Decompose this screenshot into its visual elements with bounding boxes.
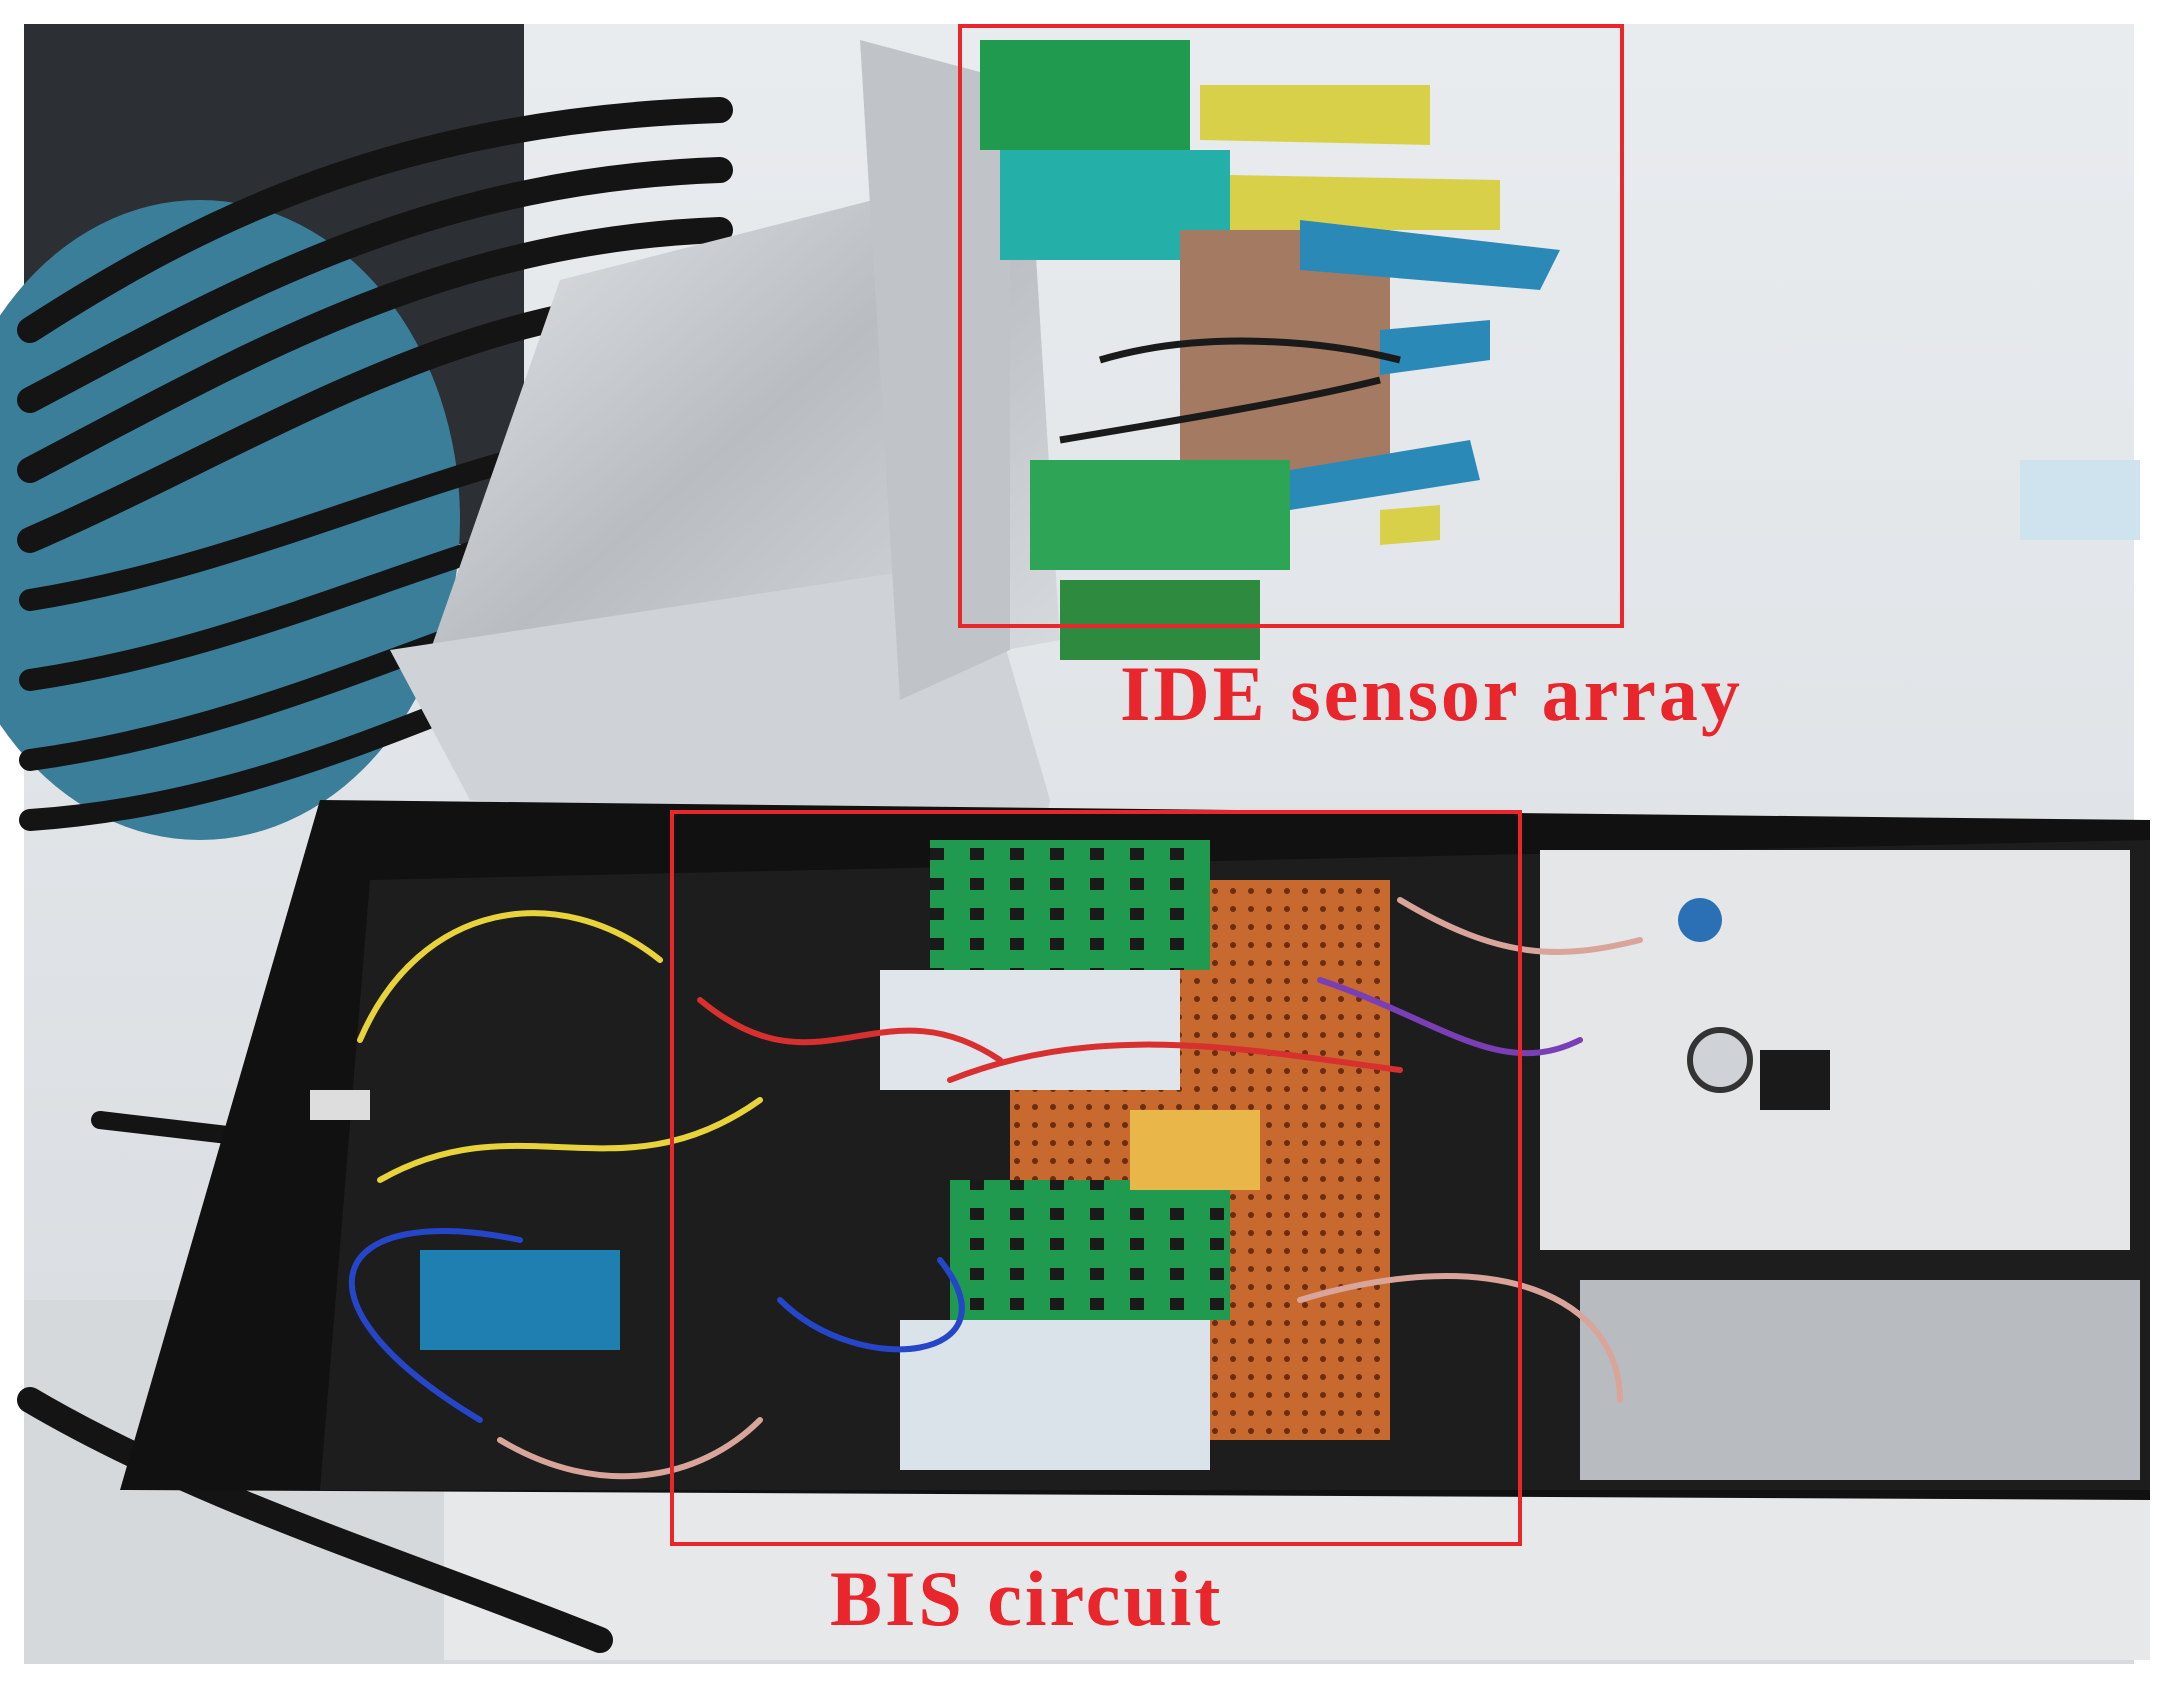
bis-circuit-box — [670, 810, 1522, 1546]
ide-sensor-array-label: IDE sensor array — [1120, 650, 1743, 737]
bis-circuit-label: BIS circuit — [830, 1555, 1224, 1642]
electronics-enclosure — [120, 800, 2150, 1500]
sensor-array — [980, 40, 1560, 660]
aluminum-housing — [390, 40, 1060, 850]
ide-sensor-array-box — [958, 24, 1624, 628]
colored-wires — [348, 897, 1643, 1480]
